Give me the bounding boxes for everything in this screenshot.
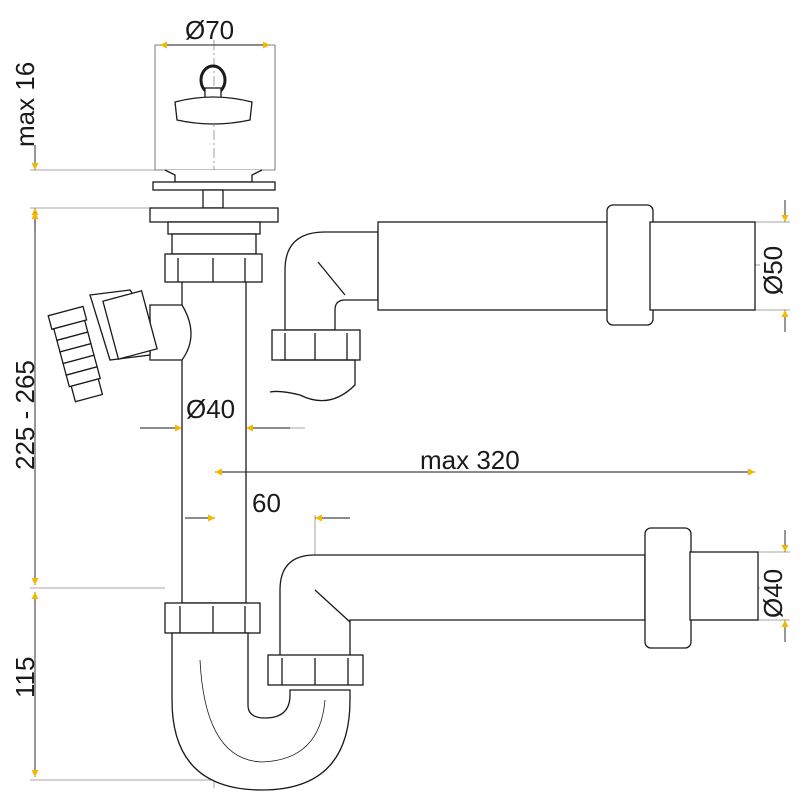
label-max-length: max 320: [420, 445, 520, 475]
label-trap-height: 115: [10, 656, 40, 698]
u-trap: [171, 632, 364, 791]
label-outlet-bottom-diameter: Ø40: [758, 568, 788, 618]
dimension-arrows: [31, 41, 789, 777]
upper-outlet: [269, 204, 756, 402]
label-offset: 60: [252, 488, 281, 518]
label-outlet-top-diameter: Ø50: [758, 245, 788, 295]
drain-strainer: [149, 44, 279, 255]
main-pipe: [164, 253, 263, 634]
label-height-range: 225 - 265: [10, 360, 40, 470]
side-inlet: [47, 289, 192, 403]
lower-outlet: [279, 527, 759, 661]
label-max-height: max 16: [10, 61, 40, 147]
label-drain-diameter: Ø70: [185, 15, 235, 45]
extension-lines: [30, 45, 790, 781]
label-pipe-diameter: Ø40: [186, 394, 236, 424]
